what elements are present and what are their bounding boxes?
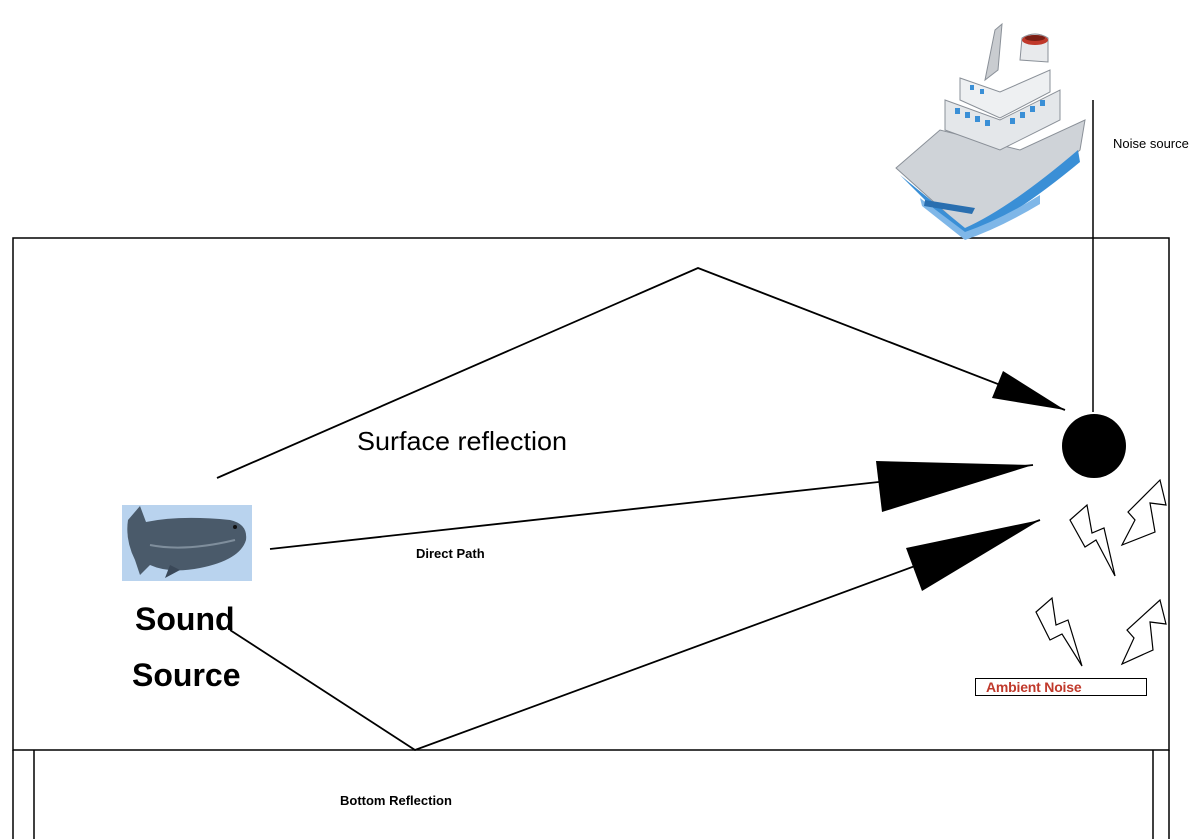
lightning-bolt-icon xyxy=(1069,503,1116,577)
receiver-icon xyxy=(1062,414,1126,478)
sound-source-label-line1: Sound xyxy=(135,601,235,637)
direct-path xyxy=(269,461,1034,550)
noise-source-label: Noise source xyxy=(1113,136,1189,151)
bottom-reflection-path xyxy=(229,519,1041,752)
ambient-noise-label: Ambient Noise xyxy=(986,679,1082,695)
sound-source-label-line2: Source xyxy=(132,657,240,693)
lightning-bolt-icon xyxy=(1120,478,1167,547)
lightning-bolt-icon xyxy=(1120,598,1167,666)
bottom-reflection-arrowhead xyxy=(906,520,1040,591)
ambient-noise-label-box: Ambient Noise xyxy=(975,678,1147,696)
lightning-bolt-icon xyxy=(1035,596,1083,667)
surface-reflection-arrowhead xyxy=(992,371,1065,410)
whale-icon xyxy=(122,505,252,581)
direct-path-label: Direct Path xyxy=(416,546,485,561)
bottom-reflection-label: Bottom Reflection xyxy=(340,793,452,808)
surface-reflection-label: Surface reflection xyxy=(357,426,567,456)
ship-icon xyxy=(895,22,1086,240)
water-column-boundary xyxy=(12,237,1170,751)
direct-path-arrowhead xyxy=(876,461,1033,512)
surface-reflection-path xyxy=(216,267,1066,479)
